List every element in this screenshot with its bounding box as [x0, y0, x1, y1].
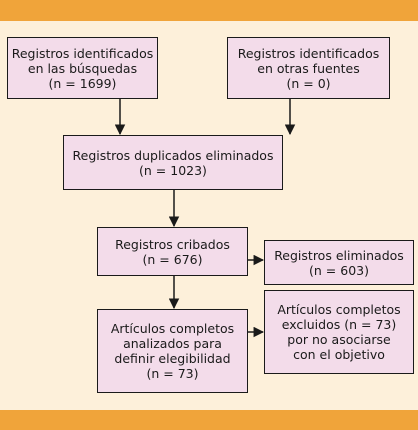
box-line: en otras fuentes: [257, 60, 360, 76]
box-line: excluidos (n = 73): [281, 317, 397, 332]
box-fulltext-assessed: Artículos completos analizados para defi…: [97, 309, 248, 393]
box-line: analizados para: [123, 336, 222, 351]
box-line: Registros duplicados eliminados: [72, 147, 274, 163]
box-identified-other: Registros identificados en otras fuentes…: [227, 37, 390, 99]
box-line: Artículos completos: [110, 321, 235, 336]
box-identified-searches: Registros identificados en las búsquedas…: [7, 37, 158, 99]
box-line: (n = 1023): [139, 162, 207, 178]
box-line: (n = 603): [309, 262, 369, 278]
box-line: (n = 676): [142, 251, 203, 267]
box-line: (n = 73): [146, 366, 199, 381]
bottom-band: [0, 410, 418, 430]
box-removed: Registros eliminados (n = 603): [264, 240, 414, 285]
box-line: Registros eliminados: [274, 247, 404, 263]
box-line: Registros identificados: [237, 45, 380, 61]
box-line: Artículos completos: [277, 302, 401, 317]
box-fulltext-excluded: Artículos completos excluidos (n = 73) p…: [264, 290, 414, 374]
box-screened: Registros cribados (n = 676): [97, 227, 248, 276]
box-line: (n = 1699): [48, 75, 117, 91]
box-line: con el objetivo: [293, 347, 385, 362]
top-band: [0, 0, 418, 21]
box-line: Registros cribados: [115, 236, 230, 252]
box-line: Registros identificados: [11, 45, 154, 61]
box-line: por no asociarse: [287, 332, 391, 347]
box-duplicates-removed: Registros duplicados eliminados (n = 102…: [63, 135, 283, 190]
box-line: en las búsquedas: [27, 60, 138, 76]
box-line: (n = 0): [286, 75, 331, 91]
box-line: definir elegibilidad: [114, 351, 231, 366]
